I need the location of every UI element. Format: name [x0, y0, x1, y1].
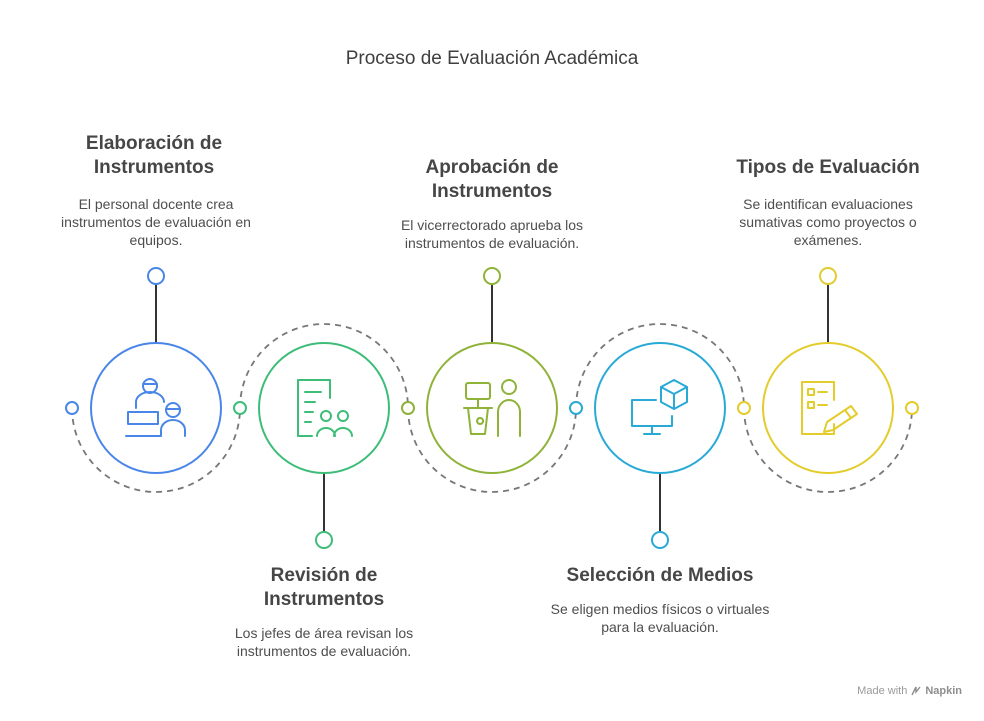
napkin-logo-icon: [911, 686, 921, 696]
dashed-connectors: [71, 323, 913, 493]
connector-dot-left: [65, 401, 79, 415]
step-4-node: [569, 342, 726, 549]
step-4-marker: [651, 531, 669, 549]
step-2-description: Los jefes de área revisan los instrument…: [234, 625, 414, 659]
diagram-title: Proceso de Evaluación Académica: [345, 48, 639, 69]
connector-dot: [233, 401, 247, 415]
step-2-title: Revisión de Instrumentos: [263, 565, 385, 610]
step-4-description: Se eligen medios físicos o virtuales par…: [550, 601, 770, 635]
step-3-description: El vicerrectorado aprueba los instrument…: [400, 217, 584, 251]
connector-arc-3: [407, 407, 577, 493]
step-3-marker: [483, 267, 501, 285]
connector-dot-right: [905, 401, 919, 415]
connector-arc-4: [575, 323, 745, 409]
connector-dot: [569, 401, 583, 415]
made-with-label: Made with: [857, 685, 908, 697]
step-5-circle: [762, 342, 894, 474]
step-4-title: Selección de Medios: [566, 565, 754, 586]
step-5-marker: [819, 267, 837, 285]
step-2-marker: [315, 531, 333, 549]
connector-arc-1: [71, 407, 241, 493]
footer-branding: Made with Napkin: [857, 685, 962, 697]
step-5-node: [737, 267, 919, 474]
step-5-description: Se identifican evaluaciones sumativas co…: [739, 196, 917, 248]
step-1-node: [65, 267, 222, 474]
monitor-cube-icon: [631, 379, 688, 435]
step-5-title: Tipos de Evaluación: [736, 157, 920, 178]
document-team-icon: [297, 379, 353, 437]
step-3-node: [401, 267, 558, 474]
step-4-circle: [594, 342, 726, 474]
presenter-podium-icon: [463, 379, 521, 437]
step-1-marker: [147, 267, 165, 285]
connector-arc-2: [239, 323, 409, 409]
connector-arc-5: [743, 407, 913, 493]
step-1-description: El personal docente crea instrumentos de…: [61, 196, 251, 248]
step-2-circle: [258, 342, 390, 474]
teacher-students-icon: [125, 378, 186, 437]
brand-label: Napkin: [925, 685, 962, 697]
step-1-circle: [90, 342, 222, 474]
step-3-title: Aprobación de Instrumentos: [425, 157, 559, 202]
step-2-node: [233, 342, 390, 549]
connector-dot: [737, 401, 751, 415]
checklist-pencil-icon: [801, 381, 858, 435]
connector-dot: [401, 401, 415, 415]
step-1-title: Elaboración de Instrumentos: [85, 133, 223, 178]
